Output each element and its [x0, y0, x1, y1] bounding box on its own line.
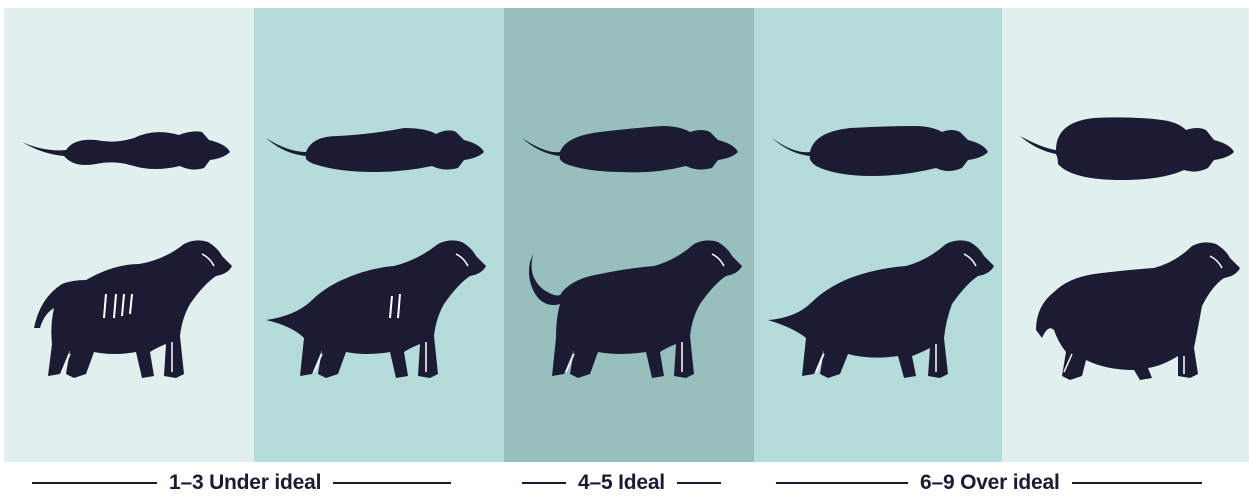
top-view-dog-icon [266, 128, 484, 172]
legend-rule-right [333, 482, 451, 484]
legend-rule-left [776, 482, 908, 484]
top-view-dog-icon [522, 126, 738, 172]
dog-figures-obese [1002, 8, 1249, 462]
legend-under-ideal: 1–3 Under ideal [32, 468, 498, 498]
side-view-dog-icon [529, 240, 742, 378]
dog-figures-thin [254, 8, 504, 462]
legend-over-label: 6–9 Over ideal [908, 471, 1072, 495]
legend-rule-left [522, 482, 566, 484]
top-view-dog-icon [772, 126, 988, 176]
side-view-dog-icon [768, 240, 994, 378]
dog-figures-heavy [754, 8, 1002, 462]
panel-thin [254, 8, 504, 462]
legend-ideal: 4–5 Ideal [522, 468, 738, 498]
dog-figures-ideal [504, 8, 754, 462]
side-view-dog-icon [34, 240, 232, 378]
panel-heavy [754, 8, 1002, 462]
score-legend: 1–3 Under ideal 4–5 Ideal 6–9 Over ideal [0, 468, 1249, 498]
legend-rule-right [1072, 482, 1202, 484]
legend-rule-left [32, 482, 157, 484]
top-view-dog-icon [1020, 117, 1234, 180]
legend-ideal-label: 4–5 Ideal [566, 471, 677, 495]
legend-over-ideal: 6–9 Over ideal [776, 468, 1226, 498]
side-view-dog-icon [1036, 242, 1240, 380]
dog-figures-very-thin [4, 8, 254, 462]
panel-ideal [504, 8, 754, 462]
body-condition-panels [4, 8, 1249, 462]
panel-very-thin [4, 8, 254, 462]
top-view-dog-icon [22, 131, 230, 169]
legend-rule-right [677, 482, 721, 484]
side-view-dog-icon [266, 240, 486, 378]
panel-obese [1002, 8, 1249, 462]
legend-under-label: 1–3 Under ideal [157, 471, 333, 495]
